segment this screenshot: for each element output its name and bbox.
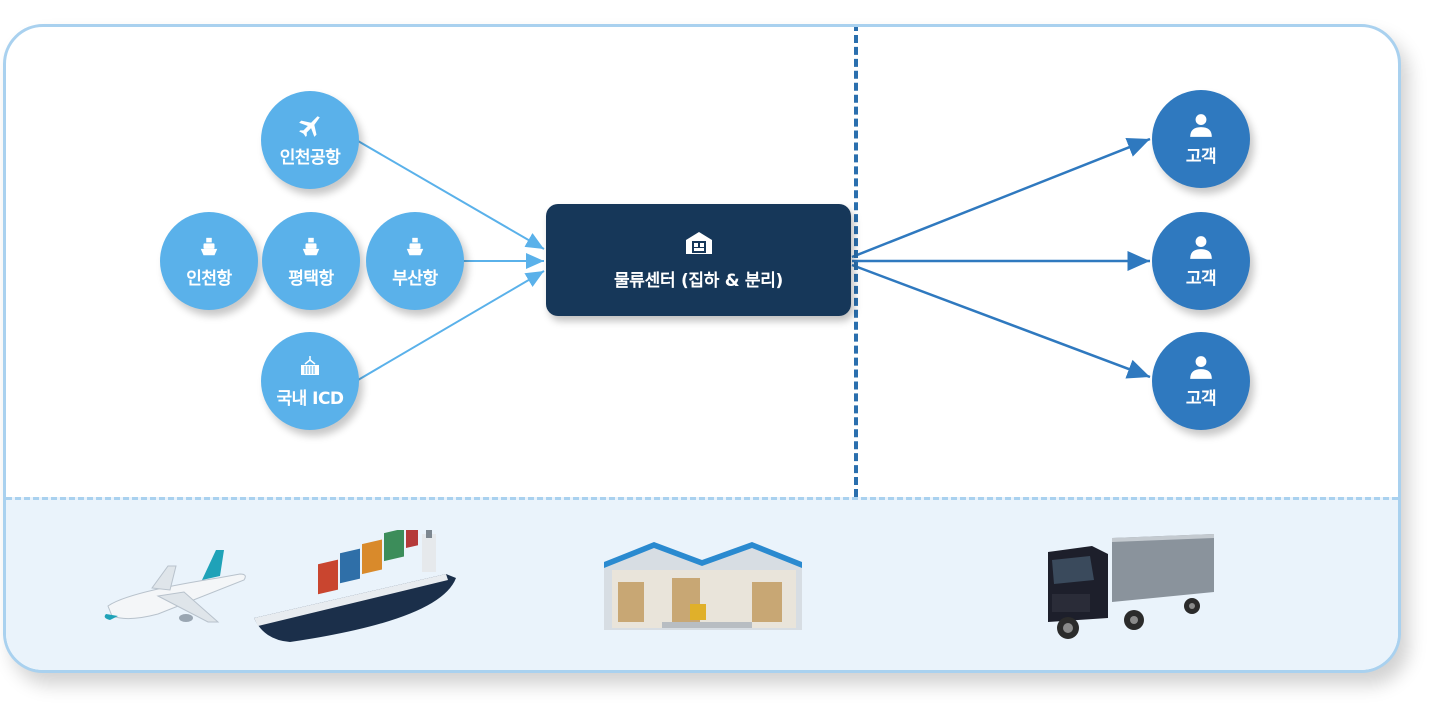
container-crane-icon (298, 354, 322, 380)
arrow-icd-to-center (357, 270, 545, 381)
ship-icon (300, 234, 322, 260)
warehouse-icon (684, 230, 714, 260)
node-customer-2: 고객 (1152, 212, 1250, 310)
warehouse-picture (604, 542, 802, 630)
arrow-center-to-customer-1 (851, 137, 1151, 259)
airplane-icon (297, 113, 323, 139)
arrow-center-to-customer-3 (851, 263, 1151, 379)
ship-icon (198, 234, 220, 260)
arrow-airport-to-center (357, 140, 545, 250)
node-customer-1: 고객 (1152, 90, 1250, 188)
node-domestic-icd: 국내 ICD (261, 332, 359, 430)
person-icon (1188, 234, 1214, 260)
node-label: 고객 (1185, 268, 1217, 289)
node-label: 고객 (1185, 146, 1217, 167)
node-label: 고객 (1185, 388, 1217, 409)
node-incheon-port: 인천항 (160, 212, 258, 310)
node-incheon-airport: 인천공항 (261, 91, 359, 189)
flow-arrows (357, 137, 1151, 381)
image-band (6, 497, 1398, 670)
cargo-ship-picture (254, 530, 456, 642)
node-label: 국내 ICD (276, 388, 344, 409)
node-label: 평택항 (288, 268, 334, 289)
center-label: 물류센터 (집하 & 분리) (613, 270, 784, 291)
airplane-picture (104, 550, 246, 623)
section-divider (854, 27, 858, 497)
ship-icon (404, 234, 426, 260)
node-label: 인천항 (186, 268, 232, 289)
truck-picture (1048, 534, 1214, 639)
node-customer-3: 고객 (1152, 332, 1250, 430)
node-pyeongtaek-port: 평택항 (262, 212, 360, 310)
node-label: 부산항 (392, 268, 438, 289)
person-icon (1188, 112, 1214, 138)
person-icon (1188, 354, 1214, 380)
node-busan-port: 부산항 (366, 212, 464, 310)
logistics-center-box: 물류센터 (집하 & 분리) (546, 204, 851, 316)
node-label: 인천공항 (279, 147, 341, 168)
